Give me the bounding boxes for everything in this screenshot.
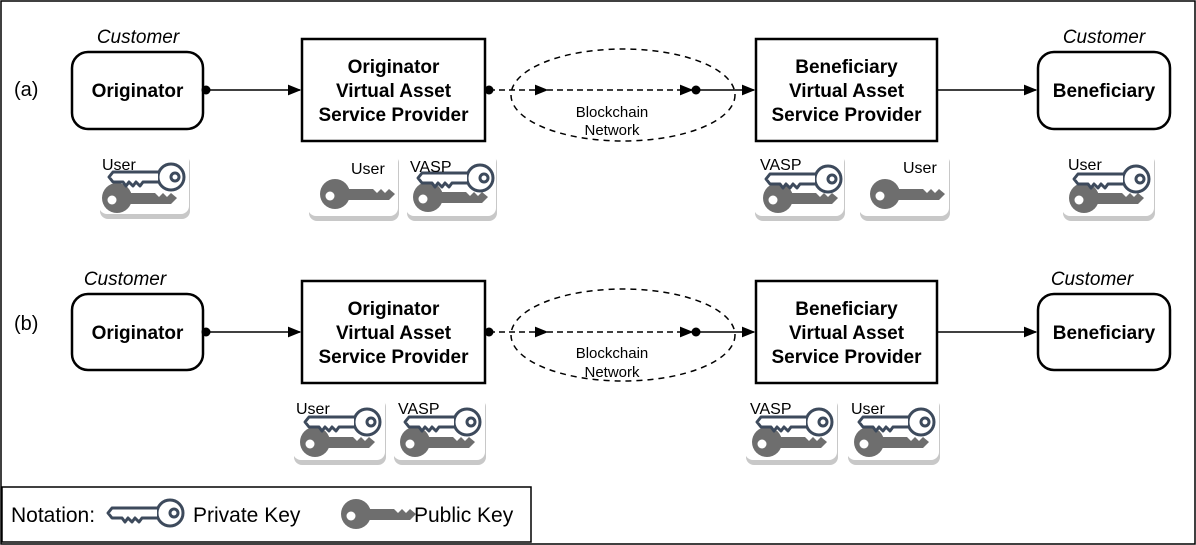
notation-legend: Notation: Private Key Public Key: [1, 486, 532, 543]
key-card-label: User: [296, 401, 330, 418]
originator-vasp-line-3: Service Provider: [319, 105, 470, 126]
beneficiary-box: [1036, 292, 1172, 372]
private-key-label: Private Key: [193, 504, 301, 527]
key-card-label: User: [1068, 157, 1102, 174]
key-card: VASP: [745, 396, 838, 465]
row-a: (a) Customer Originator Originator Virtu…: [14, 27, 1172, 221]
originator-vasp-line-3: Service Provider: [319, 347, 470, 368]
key-card-label: User: [102, 157, 136, 174]
beneficiary-role-label: Customer: [1063, 27, 1146, 48]
beneficiary-vasp-line-2: Virtual Asset: [789, 81, 905, 102]
key-card-label: VASP: [760, 157, 802, 174]
flow-connectors: [201, 326, 1038, 338]
beneficiary-role-label: Customer: [1051, 269, 1134, 290]
public-key-label: Public Key: [414, 504, 514, 527]
row-label: (a): [14, 79, 38, 101]
key-card: User: [308, 152, 399, 221]
key-card-label: VASP: [410, 159, 452, 176]
originator-label: Originator: [92, 81, 184, 102]
beneficiary-vasp-box: [754, 37, 939, 143]
notation-title: Notation:: [11, 504, 95, 527]
beneficiary-vasp-line-1: Beneficiary: [795, 57, 898, 78]
beneficiary-vasp-line-2: Virtual Asset: [789, 323, 905, 344]
originator-vasp-box: [300, 37, 487, 143]
beneficiary-vasp-line-3: Service Provider: [772, 347, 923, 368]
key-card-label: User: [903, 160, 937, 177]
notation-box: [1, 486, 532, 543]
originator-label: Originator: [92, 323, 184, 344]
beneficiary-box: [1036, 50, 1172, 131]
row-label: (b): [14, 313, 38, 335]
originator-vasp-line-1: Originator: [348, 299, 440, 320]
originator-vasp-line-2: Virtual Asset: [336, 323, 452, 344]
network-line-2: Network: [584, 122, 640, 139]
blockchain-network-ellipse: [510, 48, 736, 142]
row-b: (b) Customer Originator Originator Virtu…: [14, 269, 1172, 465]
originator-vasp-box: [300, 279, 487, 385]
key-card: User: [293, 396, 386, 465]
key-card: VASP: [754, 152, 845, 221]
beneficiary-vasp-line-3: Service Provider: [772, 105, 923, 126]
originator-role-label: Customer: [84, 269, 167, 290]
key-card-label: User: [351, 161, 385, 178]
key-card: User: [1062, 152, 1155, 221]
beneficiary-label: Beneficiary: [1053, 323, 1156, 344]
beneficiary-vasp-box: [754, 279, 939, 385]
originator-role-label: Customer: [97, 27, 180, 48]
network-line-1: Blockchain: [576, 104, 649, 121]
key-card: User: [99, 152, 190, 219]
key-card-label: VASP: [750, 401, 792, 418]
key-card-label: User: [851, 401, 885, 418]
network-line-2: Network: [584, 364, 640, 381]
flow-connectors: [201, 84, 1038, 96]
key-card: VASP: [406, 152, 497, 221]
originator-vasp-line-2: Virtual Asset: [336, 81, 452, 102]
originator-vasp-line-1: Originator: [348, 57, 440, 78]
key-card: User: [859, 152, 950, 221]
key-card: User: [847, 396, 940, 465]
beneficiary-label: Beneficiary: [1053, 81, 1156, 102]
key-card: VASP: [393, 396, 486, 465]
network-line-1: Blockchain: [576, 345, 649, 362]
key-card-label: VASP: [398, 401, 440, 418]
beneficiary-vasp-line-1: Beneficiary: [795, 299, 898, 320]
blockchain-network-ellipse: [510, 288, 736, 382]
